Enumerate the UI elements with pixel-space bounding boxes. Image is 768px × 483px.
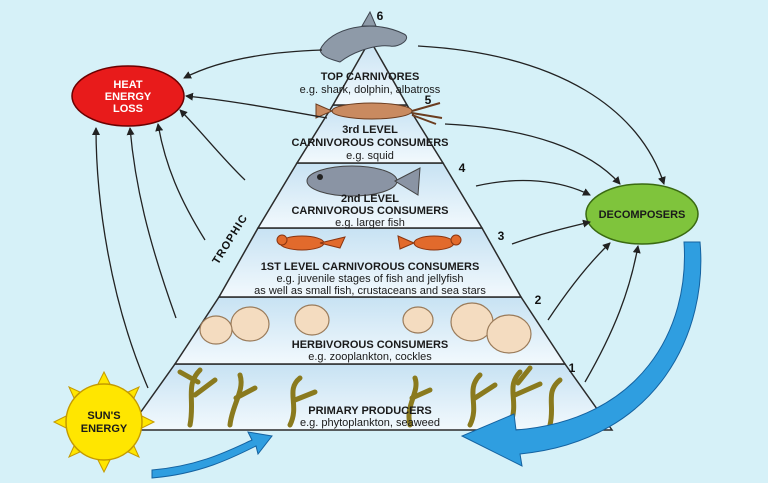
- level-6-number: 6: [377, 9, 384, 23]
- cockle-shell-icon: [199, 302, 532, 354]
- level-2-number: 2: [535, 293, 542, 307]
- blue-cycle-arrows: [151, 241, 702, 479]
- sun-icon: SUN'S ENERGY: [52, 370, 156, 474]
- level-1-example: e.g. phytoplankton, seaweed: [300, 417, 440, 429]
- sun-to-producers-arrow: [151, 431, 273, 479]
- decomposers-node: DECOMPOSERS: [585, 183, 699, 245]
- arrow-top-to-decomposers: [417, 45, 666, 185]
- level-6-example: e.g. shark, dolphin, albatross: [300, 84, 441, 96]
- level-1-number: 1: [569, 361, 576, 375]
- level-3-example-2: as well as small fish, crustaceans and s…: [254, 285, 486, 297]
- dolphin-icon: [319, 10, 408, 63]
- fish-icon: [306, 165, 421, 197]
- sun-line-2: ENERGY: [81, 423, 128, 435]
- decomposers-label: DECOMPOSERS: [599, 209, 686, 221]
- arrow-level1-to-heat: [92, 127, 149, 389]
- sun-line-1: SUN'S: [87, 410, 120, 422]
- level-2-example: e.g. zooplankton, cockles: [308, 351, 432, 363]
- seaweed-icon: [177, 365, 563, 428]
- level-3-title: 1ST LEVEL CARNIVOROUS CONSUMERS: [261, 261, 480, 273]
- arrow-level1-to-decomposers: [584, 245, 641, 383]
- arrow-level2-to-decomposers: [547, 242, 611, 321]
- arrow-top-to-heat: [183, 49, 323, 79]
- energy-flow-arrows: [92, 45, 666, 389]
- arrow-level4-to-heat: [179, 109, 246, 181]
- heat-line-1: HEAT: [113, 79, 142, 91]
- level-4-title-1: 2nd LEVEL: [341, 193, 399, 205]
- arrow-level5-to-decomposers: [444, 123, 621, 185]
- level-5-title-1: 3rd LEVEL: [342, 124, 398, 136]
- level-4-example: e.g. larger fish: [335, 217, 405, 229]
- heat-energy-loss-node: HEAT ENERGY LOSS: [71, 65, 185, 127]
- level-3-example: e.g. juvenile stages of fish and jellyfi…: [276, 273, 463, 285]
- heat-line-2: ENERGY: [105, 91, 152, 103]
- arrow-level3-to-heat: [155, 123, 206, 241]
- arrow-level3-to-decomposers: [511, 219, 591, 245]
- level-4-title-2: CARNIVOROUS CONSUMERS: [291, 205, 448, 217]
- decomposers-recycle-arrow: [460, 241, 702, 467]
- level-6-title: TOP CARNIVORES: [321, 71, 420, 83]
- level-5-number: 5: [425, 93, 432, 107]
- arrow-level5-to-heat: [185, 92, 328, 119]
- level-5-example: e.g. squid: [346, 150, 394, 162]
- level-3-number: 3: [498, 229, 505, 243]
- arrow-level2-to-heat: [126, 127, 177, 319]
- squid-icon: [315, 102, 443, 125]
- heat-line-3: LOSS: [113, 103, 143, 115]
- crayfish-icon: [276, 234, 462, 251]
- level-2-title: HERBIVOROUS CONSUMERS: [292, 339, 448, 351]
- level-5-title-2: CARNIVOROUS CONSUMERS: [291, 137, 448, 149]
- level-4-number: 4: [459, 161, 466, 175]
- level-1-title: PRIMARY PRODUCERS: [308, 405, 431, 417]
- arrow-level4-to-decomposers: [475, 179, 591, 196]
